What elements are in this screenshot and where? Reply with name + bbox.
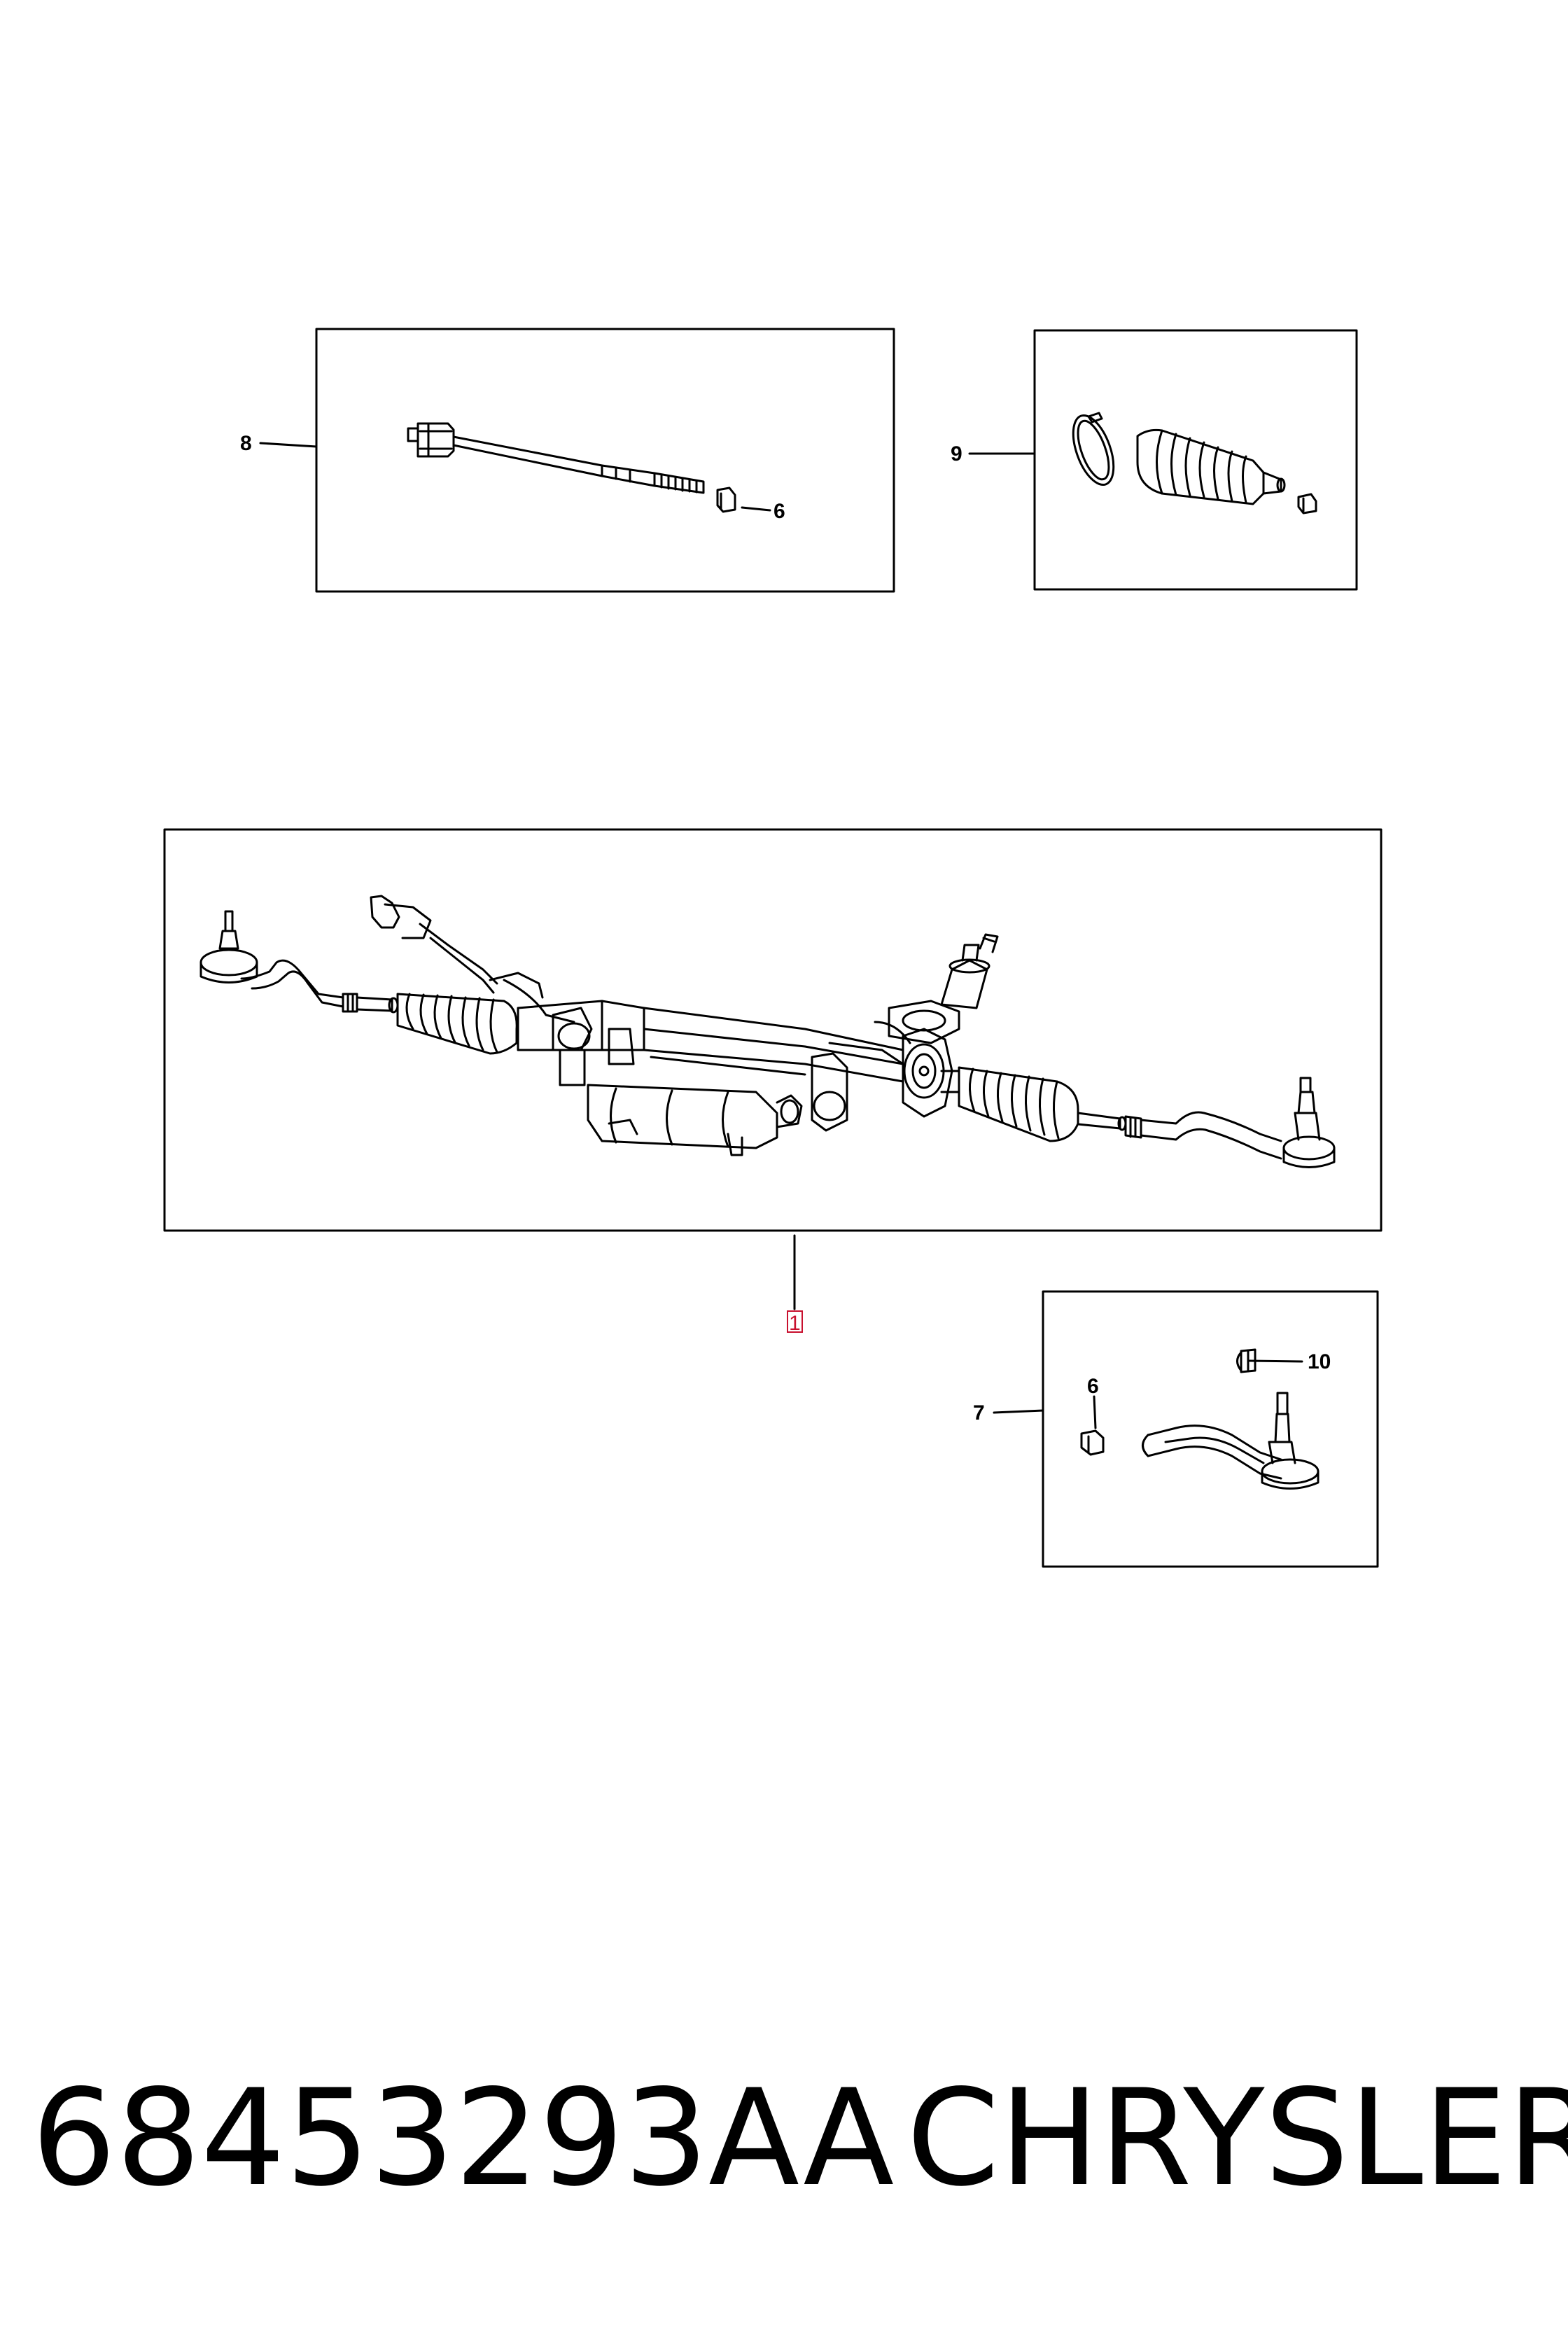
left-tie-rod-end-drawing [200, 910, 358, 1013]
motor-drawing [587, 1084, 803, 1156]
wiring-harness-drawing [370, 895, 575, 1023]
castle-nut-drawing [1236, 1348, 1256, 1373]
rack-housing-drawing [517, 1000, 904, 1086]
leader-7 [993, 1409, 1044, 1414]
inner-tie-rod-drawing [407, 422, 705, 494]
leader-8 [259, 442, 318, 448]
callout-10: 10 [1308, 1350, 1331, 1373]
boot-kit-panel [968, 329, 1358, 591]
left-boot-drawing [396, 993, 518, 1055]
callout-9: 9 [951, 442, 962, 465]
inner-tie-rod-frame [315, 328, 895, 593]
boot-clamp-drawing [1072, 412, 1115, 486]
steering-gear-frame [163, 828, 1382, 1232]
pinion-housing-drawing [811, 1021, 911, 1132]
steering-gear-panel [163, 828, 1382, 1310]
small-clamp-drawing [1297, 493, 1317, 514]
right-inner-rod-drawing [1077, 1112, 1127, 1131]
right-tie-rod-end-drawing [1124, 1077, 1336, 1168]
bellows-boot-drawing [1136, 428, 1286, 505]
callout-6-top: 6 [774, 500, 785, 523]
leader-10 [1248, 1359, 1303, 1363]
brand-name: CHRYSLER [906, 2061, 1568, 2216]
part-number: 68453293AA [31, 2061, 895, 2216]
callout-1: 1 [789, 1312, 801, 1335]
outer-tie-rod-frame [1042, 1290, 1379, 1568]
input-shaft-drawing [940, 933, 999, 1009]
left-inner-rod-drawing [356, 996, 399, 1014]
jam-nut-drawing [716, 486, 736, 513]
inner-tie-rod-panel [259, 328, 895, 593]
valve-assembly-drawing [888, 1000, 960, 1118]
boot-kit-frame [1033, 329, 1358, 591]
callout-6-bottom: 6 [1087, 1375, 1099, 1398]
hex-nut-drawing [1080, 1429, 1105, 1456]
callout-1-highlight [787, 1310, 803, 1333]
right-boot-drawing [940, 1066, 1079, 1142]
outer-tie-rod-panel [993, 1290, 1379, 1568]
leader-6b [1093, 1395, 1097, 1429]
leader-6a [741, 506, 771, 512]
callout-8: 8 [240, 432, 252, 455]
callout-7: 7 [973, 1401, 985, 1424]
tie-rod-end-drawing [1142, 1392, 1320, 1490]
